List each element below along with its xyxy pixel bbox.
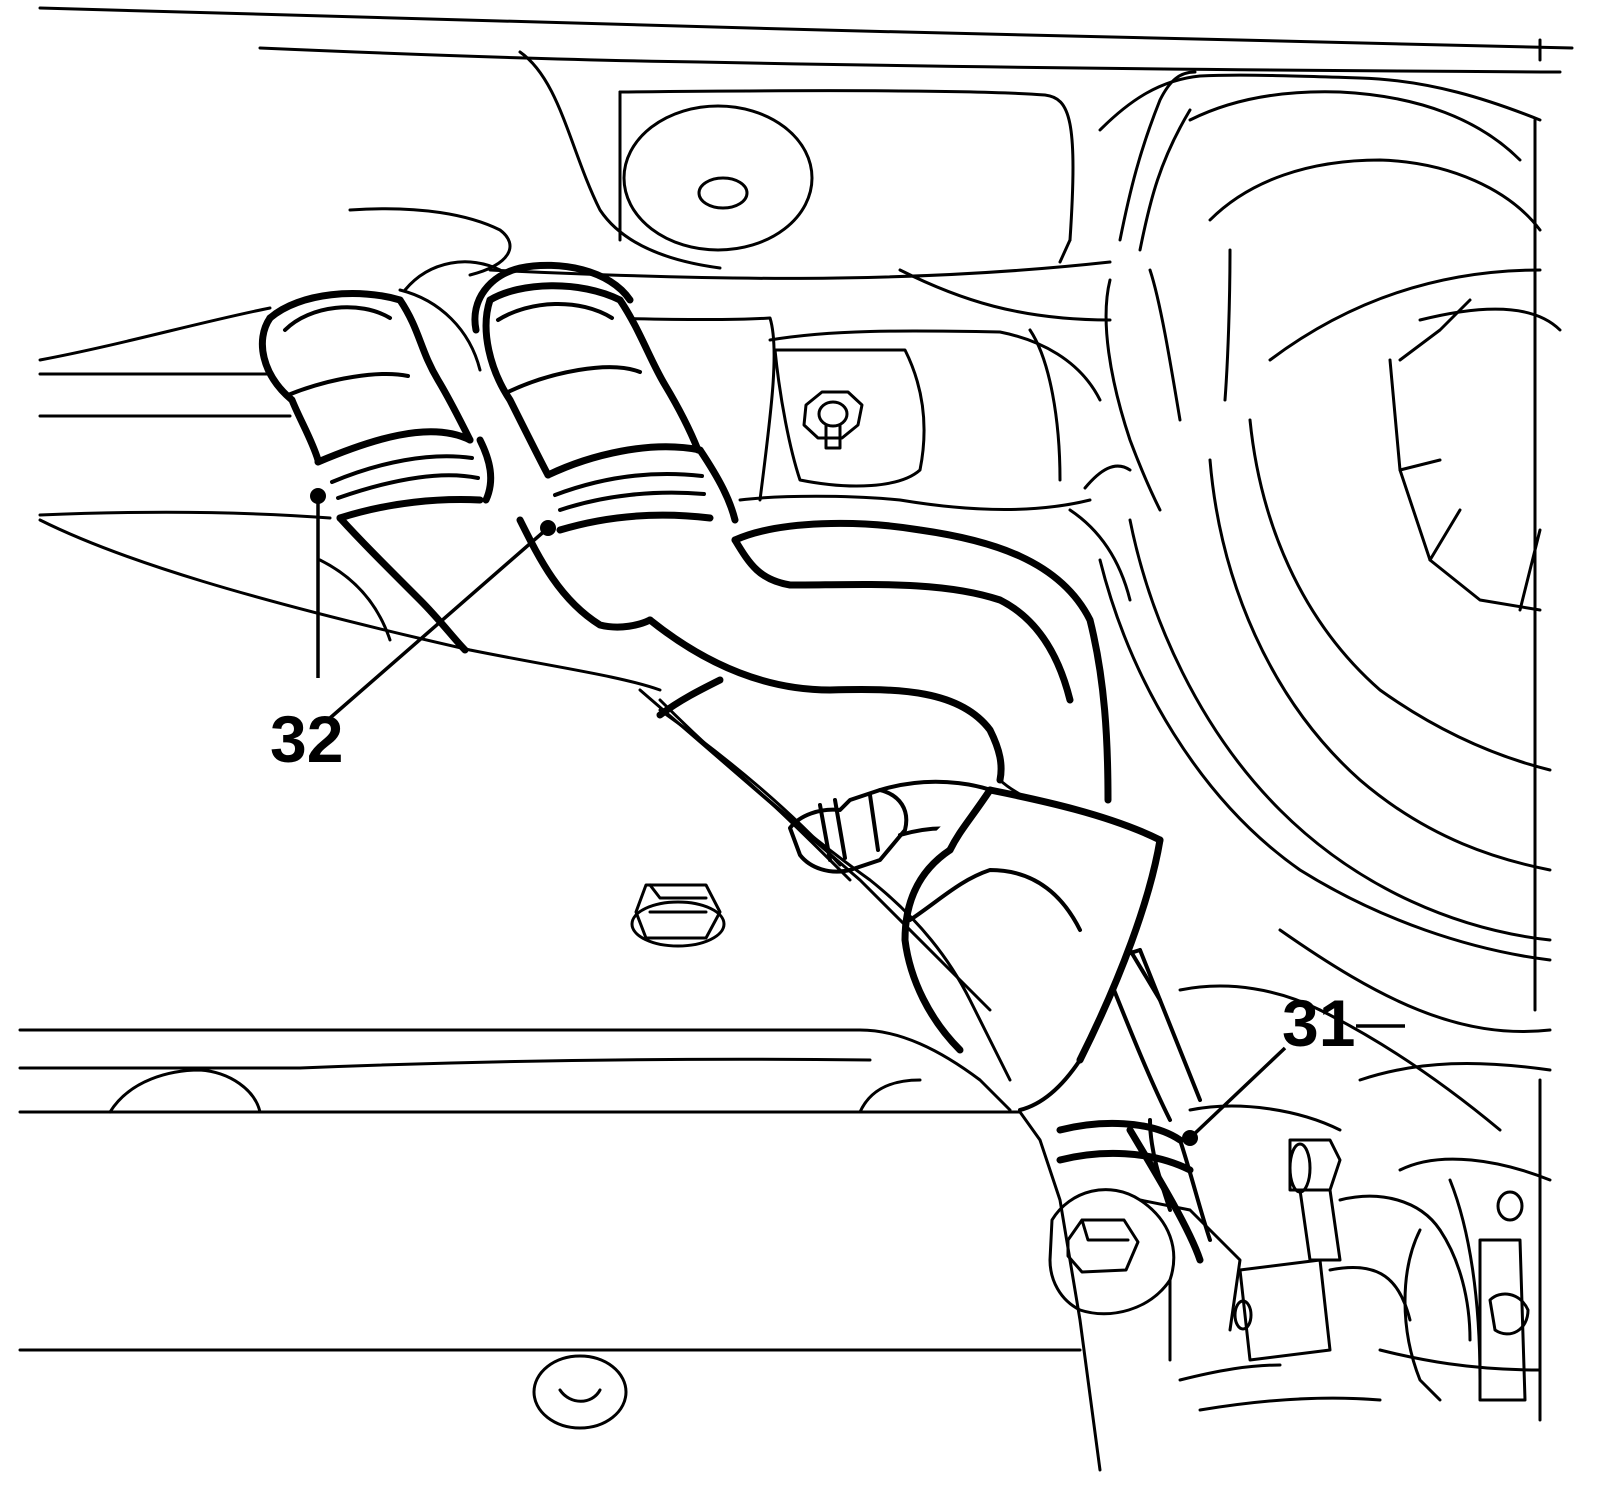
cover-bolt [630,883,726,948]
mid-bracket [598,268,1132,602]
left-panel-lines [38,260,662,692]
upper-crossmember [38,6,1574,280]
small-hole [697,176,749,210]
right-housing [1098,38,1562,1034]
access-hole [622,104,814,252]
callout-31: 31 [1182,986,1405,1146]
lower-cover [18,688,1242,1472]
bracket-nut [802,390,864,450]
lower-right-mechanism [1178,984,1552,1422]
heater-hose-left [258,290,495,654]
callout-31-label: 31 [1282,986,1355,1060]
mount-bolt [1048,1188,1242,1362]
drain-plug [532,1354,628,1430]
callout-32-label: 32 [270,702,343,776]
heater-hose-right [471,261,1112,812]
callout-32: 32 [270,488,556,776]
sensor-housing [899,786,1212,1264]
